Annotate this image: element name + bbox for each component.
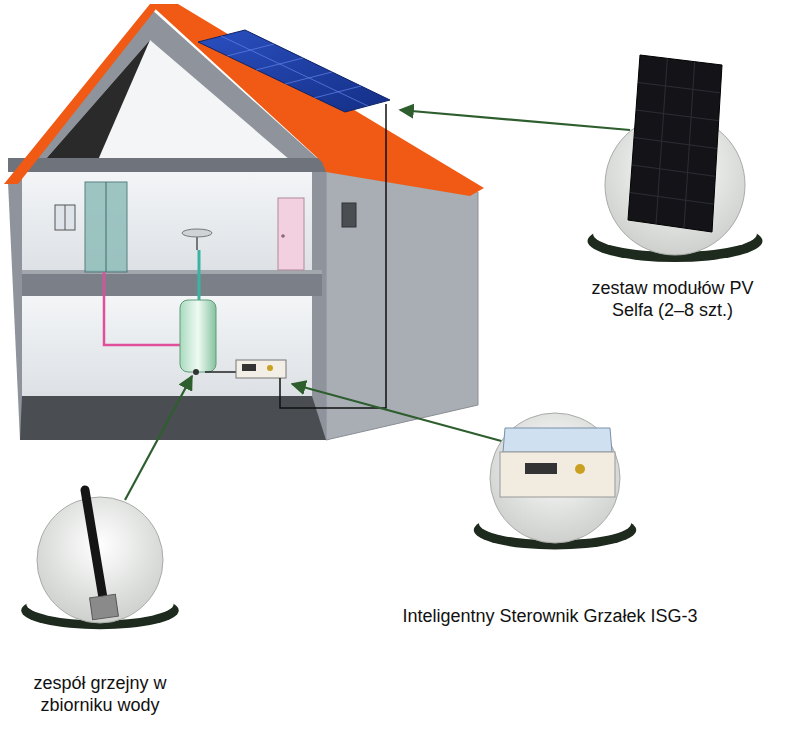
callout: zespół grzejny w zbiorniku wody <box>5 478 195 720</box>
controller-icon <box>500 452 615 497</box>
controller-lid <box>503 428 612 452</box>
callout: zestaw modułów PV Selfa (2–8 szt.) <box>550 45 795 325</box>
callout-label: Inteligentny Sterownik Grzałek ISG-3 <box>370 605 730 627</box>
pv-grid <box>636 110 719 121</box>
pv-module-icon <box>628 55 722 232</box>
callout-label: zestaw modułów PV Selfa (2–8 szt.) <box>585 277 760 321</box>
controller-display <box>525 463 557 474</box>
callout: Inteligentny Sterownik Grzałek ISG-3 <box>365 405 735 631</box>
callout-picture <box>365 405 735 631</box>
pv-grid <box>638 83 720 93</box>
controller-knob <box>575 464 585 474</box>
callout-label: zespół grzejny w zbiorniku wody <box>25 672 175 716</box>
pv-grid <box>630 193 714 205</box>
disc <box>490 413 620 543</box>
pv-grid <box>656 58 667 224</box>
heater-head <box>90 594 119 619</box>
heater-rod <box>85 490 103 598</box>
pv-grid <box>684 62 695 228</box>
pv-grid <box>634 138 717 149</box>
pv-grid <box>632 165 715 176</box>
